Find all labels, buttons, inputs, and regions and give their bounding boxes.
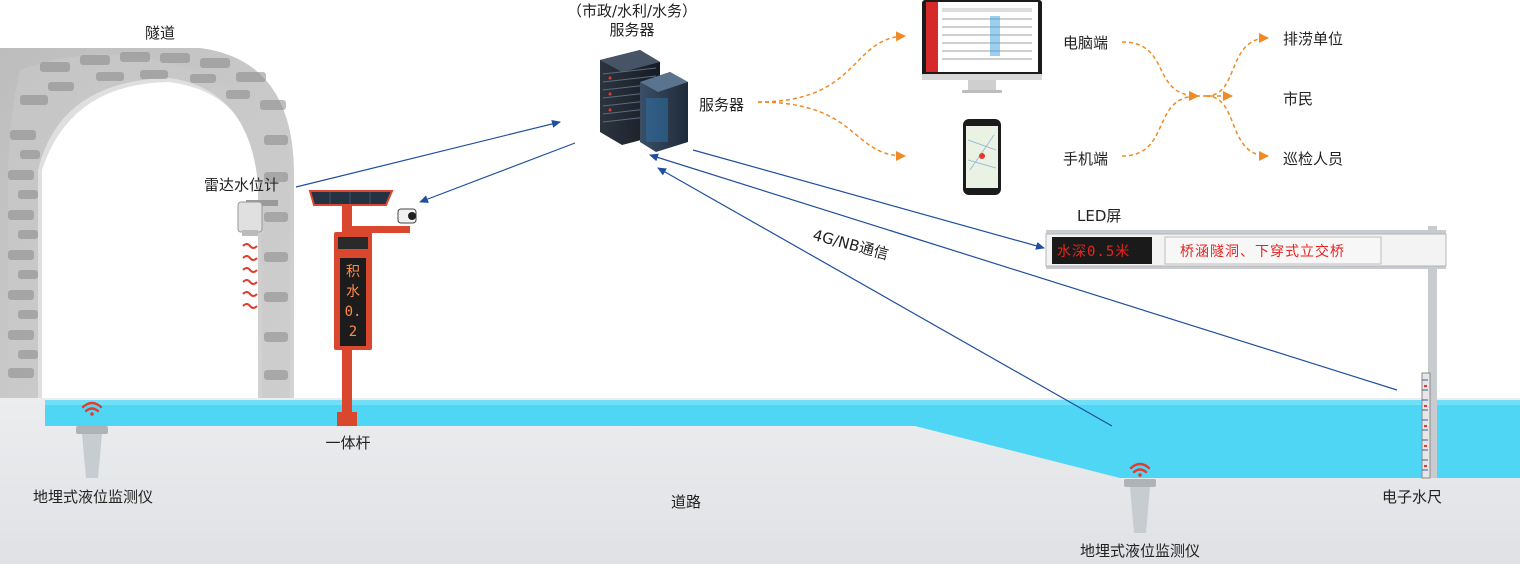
- label-led-screen: LED屏: [1077, 207, 1122, 225]
- label-server-node: 服务器: [699, 96, 745, 114]
- arrow-pole-to-server: [295, 120, 561, 188]
- label-road: 道路: [670, 493, 702, 511]
- comm-arrows: [295, 120, 1398, 427]
- arrow-hub-to-drainage: [1205, 33, 1269, 97]
- arrow-hub-to-inspectors: [1205, 95, 1269, 161]
- label-citizens: 市民: [1283, 90, 1314, 108]
- led-location-text: 桥涵隧洞、下穿式立交桥: [1180, 244, 1345, 260]
- radar-level-meter: [237, 200, 278, 309]
- label-buried-left: 地埋式液位监测仪: [32, 488, 154, 506]
- label-pc: 电脑端: [1063, 34, 1109, 52]
- label-buried-right: 地埋式液位监测仪: [1079, 542, 1201, 560]
- buried-sensor-left: [76, 426, 108, 478]
- tunnel-arch: [0, 48, 294, 398]
- led-gantry: [1045, 226, 1447, 478]
- label-server-title: 服务器: [609, 21, 655, 39]
- pole-led-display: 积水0.2: [344, 264, 362, 340]
- label-pole: 一体杆: [325, 434, 371, 452]
- arrow-server-to-led: [692, 149, 1045, 250]
- led-depth-text: 水深0.5米: [1057, 244, 1131, 260]
- label-gauge: 电子水尺: [1381, 488, 1443, 506]
- arrow-server-to-pole: [419, 142, 576, 203]
- label-inspectors: 巡检人员: [1283, 150, 1344, 168]
- integrated-pole: [308, 190, 417, 426]
- arrow-gauge-to-server: [649, 153, 1398, 391]
- buried-sensor-right: [1124, 479, 1156, 533]
- arrow-server-to-pc: [757, 31, 906, 103]
- arrow-pc-to-hub: [1121, 41, 1199, 101]
- water-surface: [45, 400, 1520, 478]
- electronic-water-gauge: [1421, 372, 1431, 479]
- label-tunnel: 隧道: [144, 24, 176, 42]
- label-drainage-unit: 排涝单位: [1283, 30, 1344, 48]
- mobile-phone-icon: [963, 119, 1001, 195]
- server-rack-icon: [600, 50, 688, 152]
- arrow-mobile-to-hub: [1121, 91, 1199, 157]
- pc-monitor-icon: [922, 0, 1042, 93]
- label-server-org: （市政/水利/水务）: [566, 2, 698, 20]
- wifi-icon: [81, 401, 103, 416]
- radar-wave-icon: [242, 243, 258, 309]
- label-radar: 雷达水位计: [204, 176, 280, 194]
- arrow-server-to-mobile: [757, 101, 906, 161]
- arrow-sensor-to-server: [657, 167, 1113, 427]
- wifi-icon: [1129, 462, 1151, 477]
- led-depth-panel: [1052, 237, 1152, 264]
- distribution-arrows: [757, 31, 1269, 161]
- label-mobile: 手机端: [1063, 150, 1109, 168]
